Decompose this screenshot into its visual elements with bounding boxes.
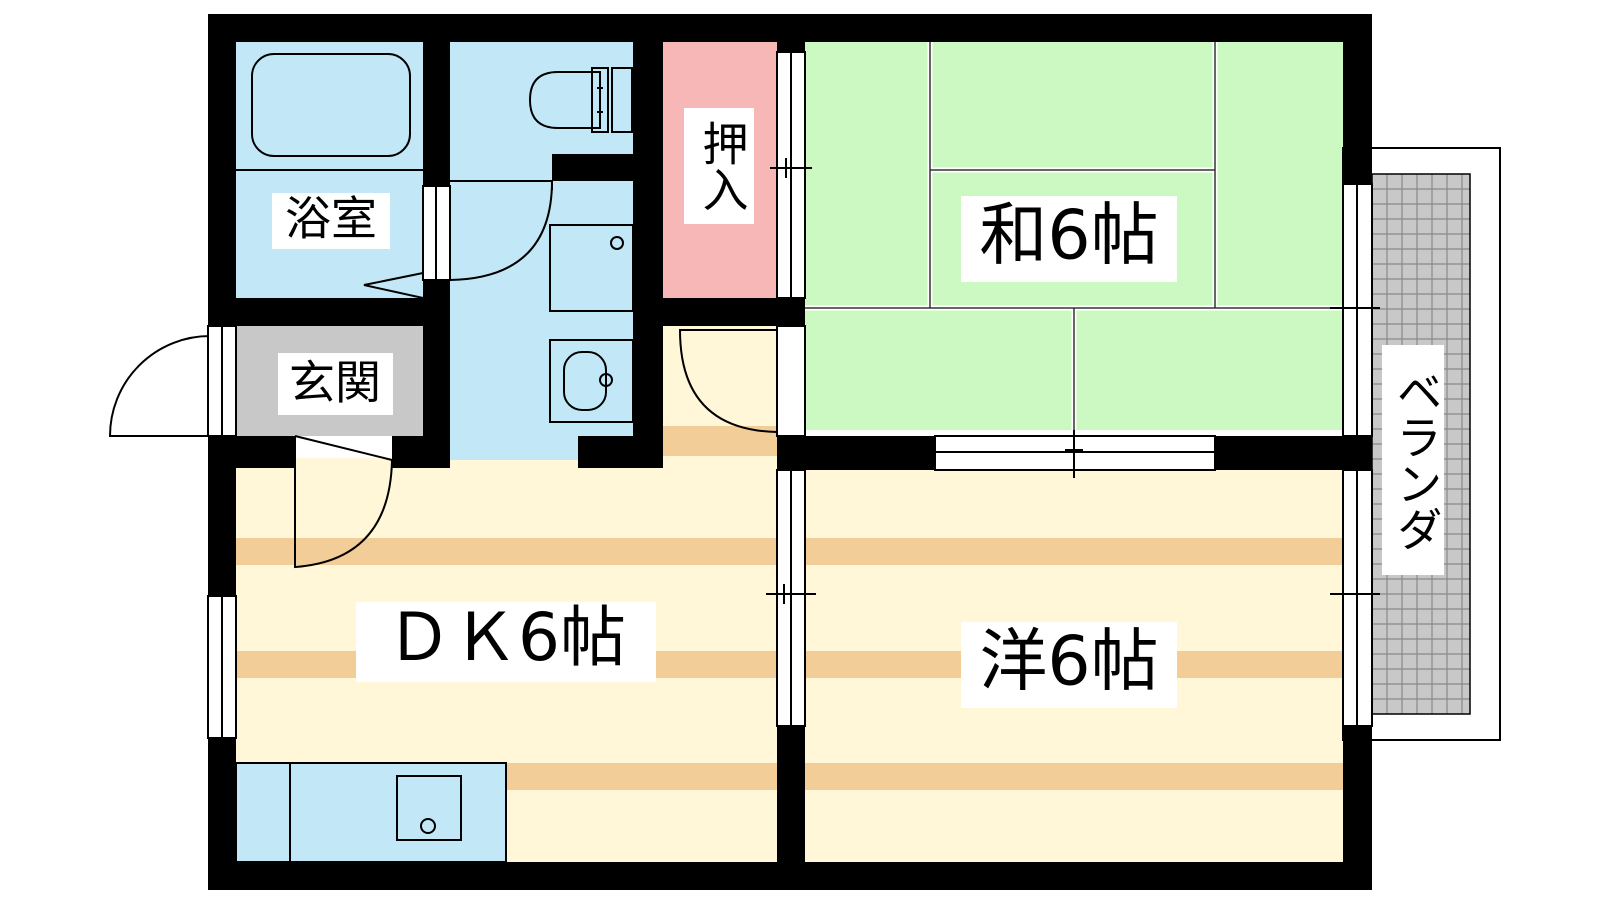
veranda-label: ベランダ bbox=[1390, 368, 1444, 552]
youshitsu-stripes bbox=[805, 538, 1343, 790]
kitchen-counter bbox=[235, 762, 507, 863]
fixtures bbox=[236, 53, 634, 862]
bathtub bbox=[251, 53, 411, 157]
dk-tatami-door bbox=[776, 325, 806, 437]
closet-label: 押入 bbox=[696, 120, 750, 212]
stove bbox=[396, 775, 462, 841]
bath-door bbox=[363, 272, 424, 299]
tatami-seam-lines bbox=[805, 42, 1343, 430]
bath-label: 浴室 bbox=[285, 192, 377, 246]
label-backgrounds bbox=[272, 108, 1444, 708]
door-swings bbox=[108, 180, 778, 569]
front-door bbox=[108, 335, 211, 437]
washitsu-label: 和6帖 bbox=[979, 197, 1158, 276]
youshitsu-label: 洋6帖 bbox=[979, 623, 1158, 702]
toilet-door bbox=[449, 180, 554, 281]
openings bbox=[207, 51, 1380, 739]
dk-label: ＤＫ6帖 bbox=[386, 599, 626, 676]
entrance-label: 玄関 bbox=[289, 356, 381, 410]
toilet-tank bbox=[591, 67, 609, 133]
entrance-inner-door bbox=[294, 436, 393, 569]
walls bbox=[208, 14, 1372, 890]
toilet-bowl bbox=[528, 71, 601, 129]
